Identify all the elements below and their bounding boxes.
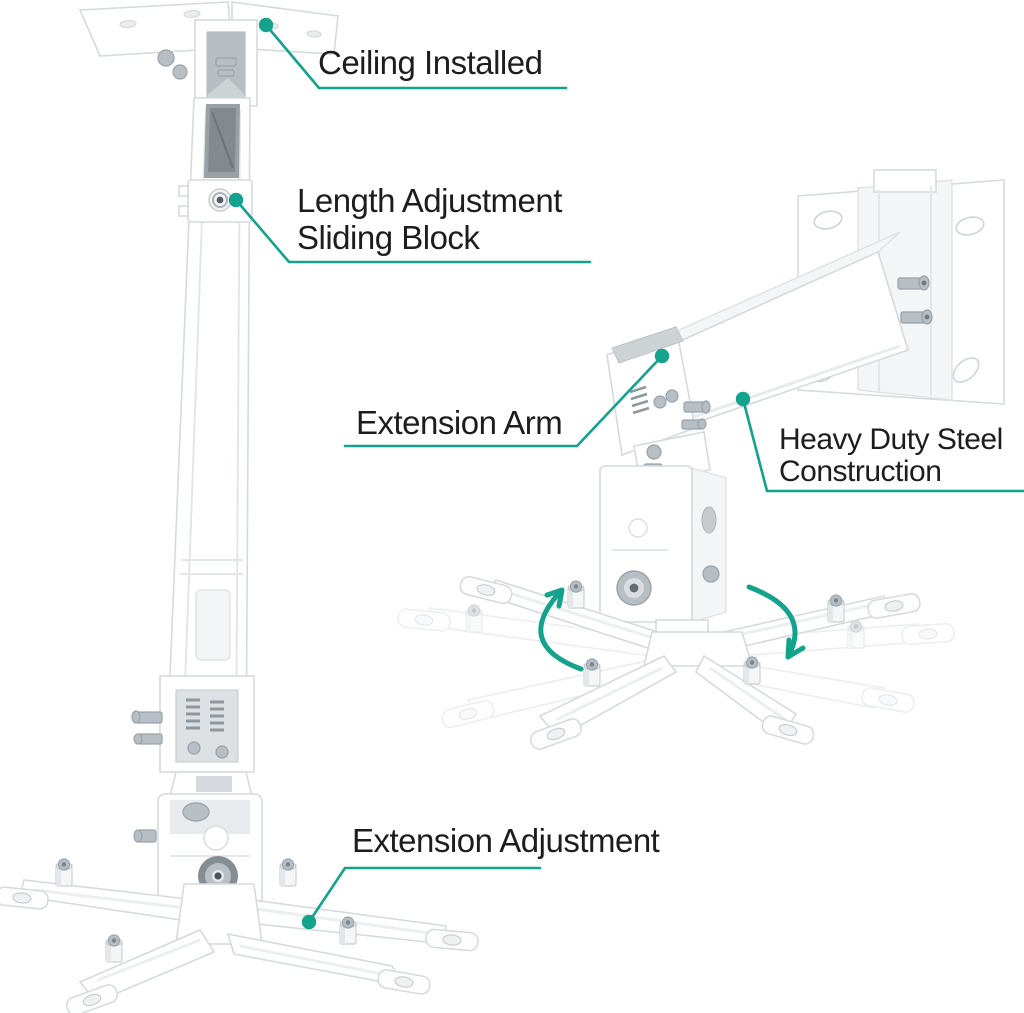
label-heavy-duty-steel-construction: Heavy Duty Steel Construction [779,424,1003,488]
ceiling-mount-illustration [0,1,480,1013]
rotate-ccw-arrow-icon [538,587,584,672]
sliding-block [178,179,253,223]
callout-dot [301,914,317,930]
head-knuckle [599,431,727,653]
label-line: Sliding Block [297,219,480,256]
label-line: Heavy Duty Steel [779,423,1003,456]
extension-clamp [131,675,255,797]
label-line: Construction [779,455,942,488]
callout-dot [735,391,751,407]
callout-ceiling-installed [258,17,568,90]
label-extension-arm: Extension Arm [356,404,563,441]
label-length-adjustment-sliding-block: Length Adjustment Sliding Block [297,182,562,256]
callout-dot [228,192,244,208]
callout-dot [258,17,274,33]
arm-end-cap [606,325,711,457]
spider-base-left [0,858,480,1013]
label-line: Length Adjustment [297,182,562,219]
label-ceiling-installed: Ceiling Installed [318,44,543,81]
callout-extension-adjustment [301,866,542,930]
callout-dot [654,348,670,364]
callout-length-adjustment [228,192,592,264]
wall-mount-illustration [396,169,1005,753]
rotate-cw-arrow-icon [746,584,806,660]
length-adjustment-pole [165,97,251,773]
spider-base-right [396,574,956,753]
callout-extension-arm [343,348,670,448]
ceiling-bracket [157,19,258,107]
callout-heavy-duty [735,391,1024,493]
label-extension-adjustment: Extension Adjustment [352,822,660,859]
